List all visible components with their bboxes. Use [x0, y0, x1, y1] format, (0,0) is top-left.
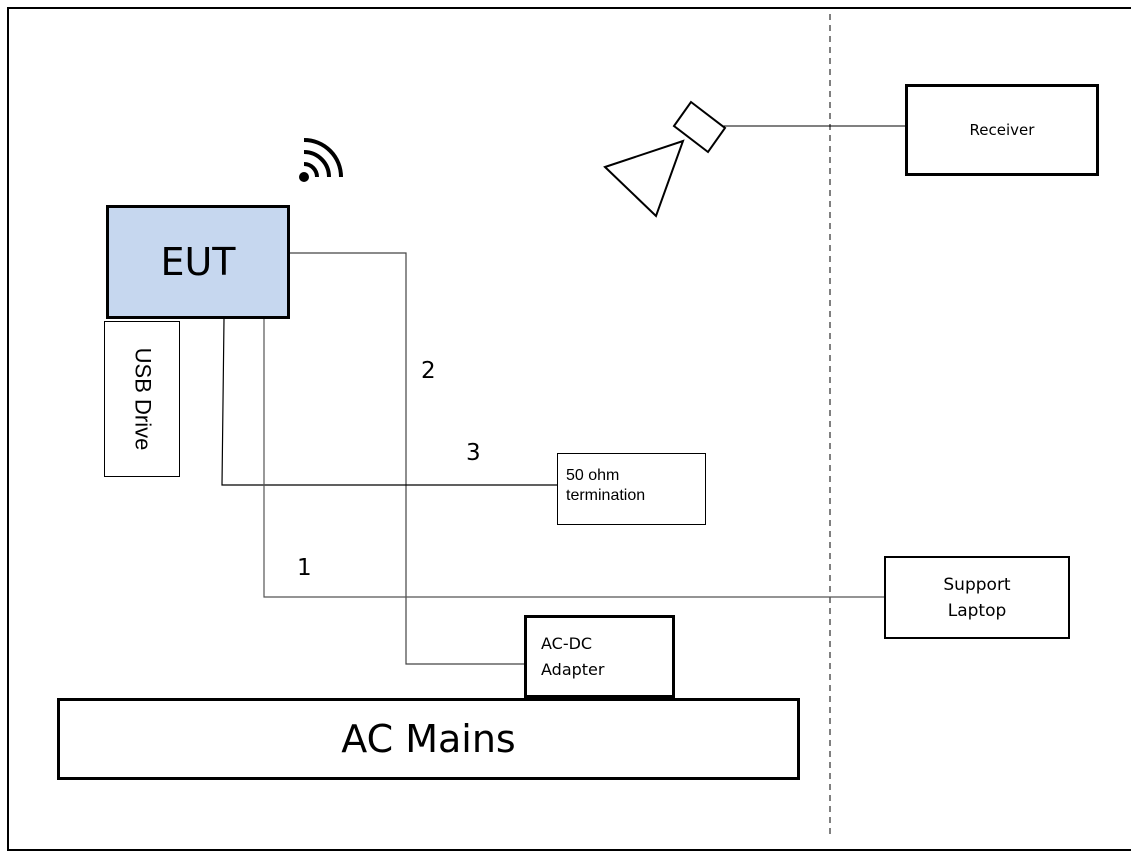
- receiver-label: Receiver: [969, 121, 1035, 139]
- cable-1-line: [263, 319, 884, 598]
- cable-3-line: [221, 318, 557, 486]
- ac-mains-label: AC Mains: [341, 717, 516, 761]
- ac-dc-adapter-box: AC-DC Adapter: [524, 615, 675, 698]
- support-laptop-box: Support Laptop: [884, 556, 1070, 639]
- termination-box: 50 ohm termination: [557, 453, 706, 525]
- receiver-box: Receiver: [905, 84, 1099, 176]
- cable-3-label: 3: [466, 440, 481, 466]
- cable-2-line: [290, 252, 524, 665]
- outer-frame: [7, 7, 1131, 851]
- eut-box: EUT: [106, 205, 290, 319]
- ac-mains-box: AC Mains: [57, 698, 800, 780]
- cable-2-label: 2: [421, 358, 436, 384]
- cable-1-label: 1: [297, 555, 312, 581]
- usb-drive-label: USB Drive: [130, 347, 155, 451]
- usb-drive-box: USB Drive: [104, 321, 180, 477]
- antenna-icon: [603, 100, 727, 218]
- wifi-icon: [299, 138, 343, 182]
- eut-label: EUT: [160, 240, 236, 284]
